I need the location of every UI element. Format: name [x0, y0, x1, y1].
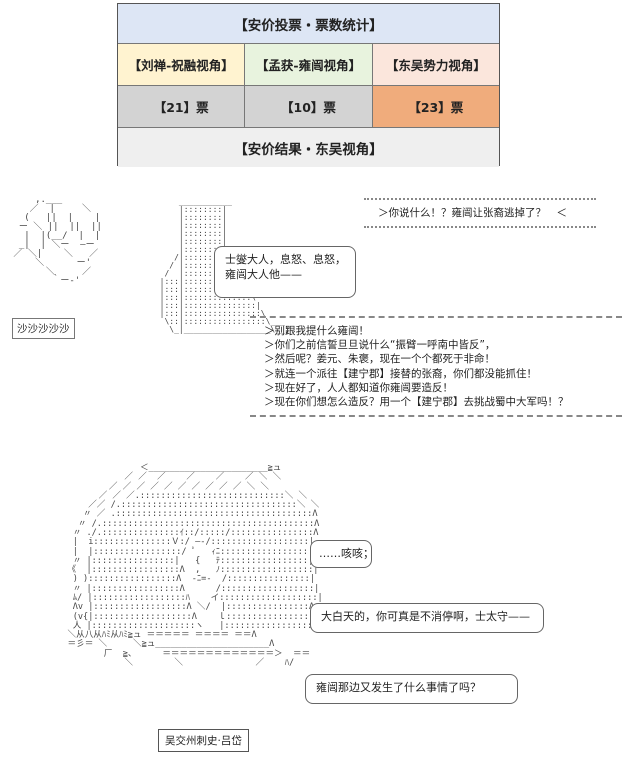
vote-options-row: 【刘禅-祝融视角】 【孟获-雍闿视角】 【东吴势力视角】	[118, 44, 499, 86]
bubble-cough-text: ……咳咳；	[319, 547, 374, 560]
sound-effect-label: 沙沙沙沙沙	[12, 318, 75, 339]
vote-header: 【安价投票・票数统计】	[118, 4, 499, 43]
speech-bubble-cough: ……咳咳；	[310, 540, 374, 568]
bubble-left-line-1: 士燮大人，息怒、息怒，	[225, 253, 346, 266]
shout-main: ＞别跟我提什么雍闿！ ＞你们之前信誓旦旦说什么“振臂一呼南中皆反”， ＞然后呢？…	[250, 316, 622, 418]
shout-line-2: ＞你们之前信誓旦旦说什么“振臂一呼南中皆反”，	[264, 339, 496, 352]
shout-line-4: ＞就连一个派往【建宁郡】接替的张裔，你们都没能抓住！	[264, 367, 537, 380]
ascii-art-figure-center: ___________ |::::::::| |::::::::| |:::::…	[159, 197, 290, 334]
speech-bubble-greeting: 大白天的，你可真是不消停啊，士太守——	[310, 603, 544, 633]
speech-bubble-left: 士燮大人，息怒、息怒， 雍闿大人他——	[214, 246, 356, 298]
shout-top-text: ＞你说什么！？雍闿让张裔逃掉了？ ＜	[378, 207, 567, 219]
shout-line-3: ＞然后呢？姜元、朱褒，现在一个个都死于非命！	[264, 353, 495, 366]
vote-table: 【安价投票・票数统计】 【刘禅-祝融视角】 【孟获-雍闿视角】 【东吴势力视角】…	[117, 3, 500, 167]
votes-dongwu: 【23】票	[372, 86, 499, 127]
shout-line-5: ＞现在好了，人人都知道你雍闿要造反！	[264, 381, 453, 394]
vote-header-row: 【安价投票・票数统计】	[118, 4, 499, 44]
bubble-question-text: 雍闿那边又发生了什么事情了吗？	[316, 681, 481, 694]
option-menghuo: 【孟获-雍闿视角】	[245, 44, 373, 85]
bubble-left-line-2: 雍闿大人他——	[225, 267, 302, 281]
bubble-greeting-text: 大白天的，你可真是不消停啊，士太守——	[321, 610, 530, 623]
ascii-art-figure-lvdai: ＜_______________________≧ュ ／ ／ ／ ／ ／ ／ ＼…	[67, 463, 327, 668]
character-name-tag: 吴交州刺史·吕岱	[158, 729, 249, 752]
votes-liushan: 【21】票	[118, 86, 246, 127]
vote-counts-row: 【21】票 【10】票 【23】票	[118, 86, 499, 128]
vote-result: 【安价结果・东吴视角】	[118, 128, 499, 167]
speech-bubble-question: 雍闿那边又发生了什么事情了吗？	[305, 674, 518, 704]
shout-line-6: ＞现在你们想怎么造反？用一个【建宁郡】去挑战蜀中大军吗！？	[264, 395, 569, 408]
option-dongwu: 【东吴势力视角】	[372, 44, 499, 85]
shout-top: ＞你说什么！？雍闿让张裔逃掉了？ ＜	[364, 198, 596, 229]
votes-menghuo: 【10】票	[245, 86, 373, 127]
ascii-art-figure-left: ,.___ ／ | ＼ ( || | | ー ＼ || || || | |(__…	[13, 195, 102, 286]
vote-result-row: 【安价结果・东吴视角】	[118, 128, 499, 167]
shout-line-1: ＞别跟我提什么雍闿！	[264, 325, 369, 337]
option-liushan: 【刘禅-祝融视角】	[118, 44, 246, 85]
